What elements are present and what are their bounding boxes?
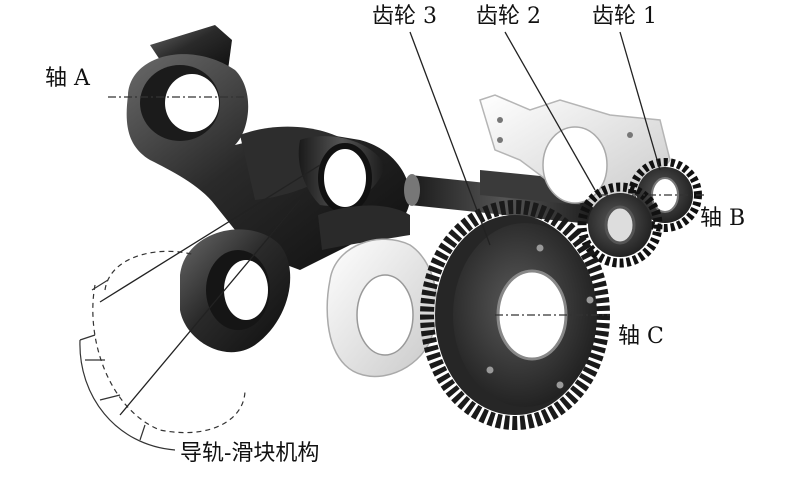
label-shaft-c: 轴 C [618, 324, 664, 349]
lower-link-ring [180, 229, 291, 353]
gear-2 [577, 182, 663, 268]
upper-link-arm [126, 25, 410, 270]
label-shaft-b: 轴 B [700, 206, 746, 231]
label-guide-rail-slider: 导轨-滑块机构 [180, 441, 320, 466]
axis-center-lines [108, 96, 705, 316]
label-gear-1: 齿轮 1 [592, 4, 657, 29]
white-spacer-ring [326, 238, 438, 378]
label-shaft-a: 轴 A [45, 66, 90, 91]
leader-lines [99, 31, 661, 416]
guide-rail-outline [79, 250, 246, 451]
label-gear-3: 齿轮 3 [372, 4, 437, 29]
label-gear-2: 齿轮 2 [476, 4, 541, 29]
